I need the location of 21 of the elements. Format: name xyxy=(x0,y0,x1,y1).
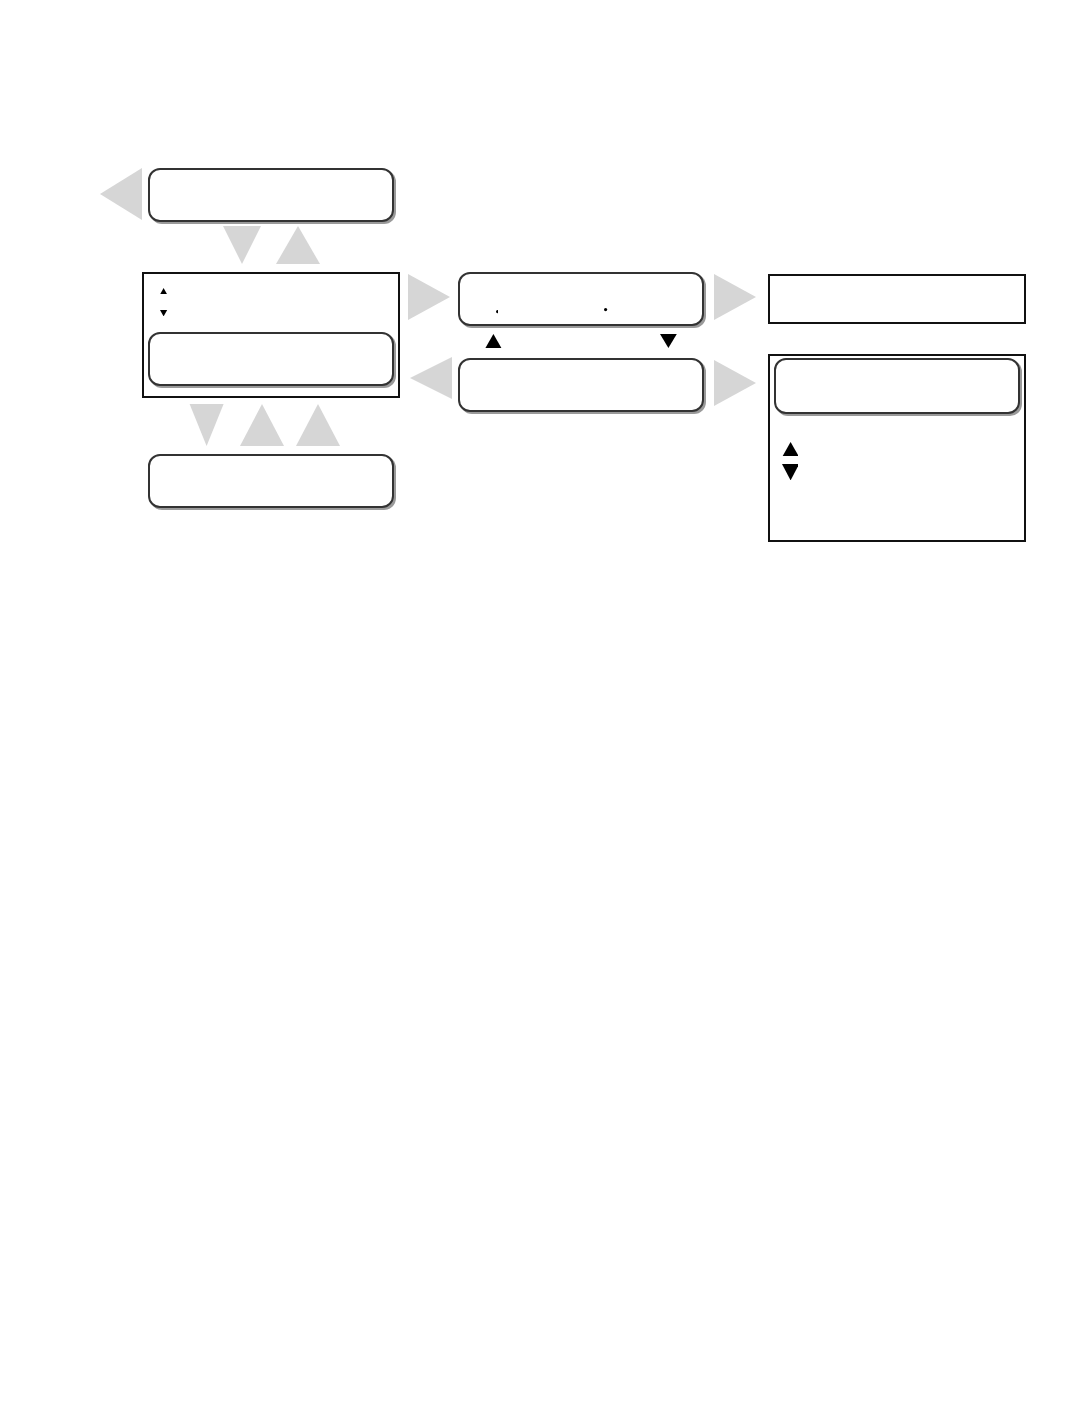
arrow xyxy=(408,274,450,320)
rounded-box xyxy=(773,357,1019,413)
arrow xyxy=(296,404,340,446)
frame-box xyxy=(768,274,1026,324)
arrow xyxy=(223,226,261,264)
arrow xyxy=(714,360,756,406)
rounded-box xyxy=(148,168,394,222)
frame-box xyxy=(142,272,400,398)
frame-box xyxy=(768,354,1026,542)
rounded-box xyxy=(147,331,393,385)
arrow xyxy=(714,274,756,320)
rounded-box xyxy=(458,272,704,326)
arrow xyxy=(276,226,320,264)
arrow xyxy=(410,357,452,399)
arrow xyxy=(100,168,142,220)
arrow xyxy=(189,404,224,446)
arrow xyxy=(660,334,677,348)
arrow xyxy=(240,404,284,446)
rounded-box xyxy=(148,454,394,508)
arrow xyxy=(485,334,502,348)
rounded-box xyxy=(458,358,704,412)
